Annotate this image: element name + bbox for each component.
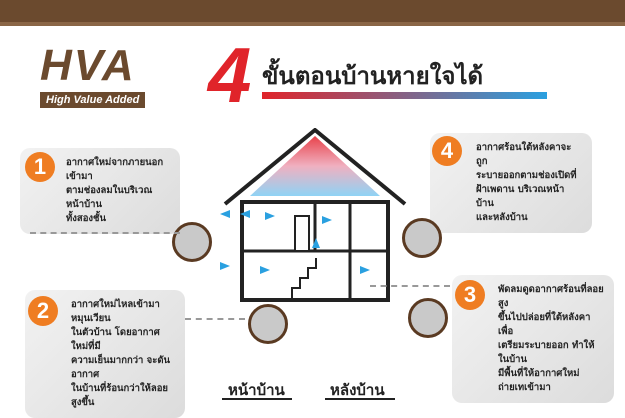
airflow-arrows bbox=[220, 210, 370, 274]
connector-line bbox=[185, 318, 245, 320]
step-3-badge: 3 bbox=[455, 280, 485, 310]
front-label: หน้าบ้าน bbox=[228, 381, 285, 399]
title-number: 4 bbox=[208, 31, 252, 119]
step-2-badge: 2 bbox=[28, 296, 58, 326]
logo-name: HVA bbox=[40, 41, 136, 90]
connector-line bbox=[30, 232, 180, 234]
step-2-line: ในตัวบ้าน โดยอากาศใหม่ที่มี bbox=[71, 327, 160, 352]
top-band bbox=[0, 0, 625, 22]
exhaust-fan-photo bbox=[408, 298, 448, 338]
step-1-card: อากาศใหม่จากภายนอกเข้ามา ตามช่องลมในบริเ… bbox=[20, 148, 180, 234]
connector-line bbox=[370, 285, 450, 287]
house-diagram bbox=[220, 128, 407, 302]
top-band-stripe bbox=[0, 22, 625, 26]
step-3-line: มีพื้นที่ให้อากาศใหม่ถ่ายเทเข้ามา bbox=[498, 368, 580, 393]
step-4-line: ฝ้าเพดาน บริเวณหน้าบ้าน bbox=[476, 184, 565, 209]
step-1-line: ทั้งสองชั้น bbox=[66, 213, 106, 224]
page-title: ขั้นตอนบ้านหายใจได้ bbox=[262, 62, 484, 90]
step-1-badge: 1 bbox=[25, 152, 55, 182]
title-gradient-bar bbox=[262, 92, 547, 99]
hva-logo: HVA High Value Added bbox=[40, 44, 170, 108]
step-4-badge: 4 bbox=[432, 136, 462, 166]
step-4-line: และหลังบ้าน bbox=[476, 212, 528, 223]
front-underline bbox=[222, 398, 292, 400]
roof-outline bbox=[223, 128, 407, 206]
logo-tagline: High Value Added bbox=[40, 92, 146, 108]
vent-photo bbox=[172, 222, 212, 262]
back-underline bbox=[325, 398, 395, 400]
step-1-line: อากาศใหม่จากภายนอกเข้ามา bbox=[66, 157, 164, 182]
step-3-line: เตรียมระบายออก ทำให้ในบ้าน bbox=[498, 340, 595, 365]
step-2-line: ความเย็นมากกว่า จะดันอากาศ bbox=[71, 355, 171, 380]
ceiling-vent-photo bbox=[402, 218, 442, 258]
stairs bbox=[291, 258, 317, 300]
door bbox=[294, 215, 310, 252]
step-3-line: พัดลมดูดอากาศร้อนที่ลอยสูง bbox=[498, 284, 604, 309]
step-2-line: อากาศใหม่ไหลเข้ามาหมุนเวียน bbox=[71, 299, 160, 324]
step-1-line: ตามช่องลมในบริเวณหน้าบ้าน bbox=[66, 185, 153, 210]
back-label: หลังบ้าน bbox=[330, 381, 385, 399]
stair-photo bbox=[248, 304, 288, 344]
roof-heat-gradient bbox=[250, 136, 380, 196]
step-3-line: ขึ้นไปปล่อยที่ใต้หลังคา เพื่อ bbox=[498, 312, 591, 337]
step-4-line: อากาศร้อนใต้หลังคาจะถูก bbox=[476, 142, 572, 167]
step-2-line: ในบ้านที่ร้อนกว่าให้ลอยสูงขึ้น bbox=[71, 383, 168, 408]
step-4-line: ระบายออกตามช่องเปิดที่ bbox=[476, 170, 577, 181]
